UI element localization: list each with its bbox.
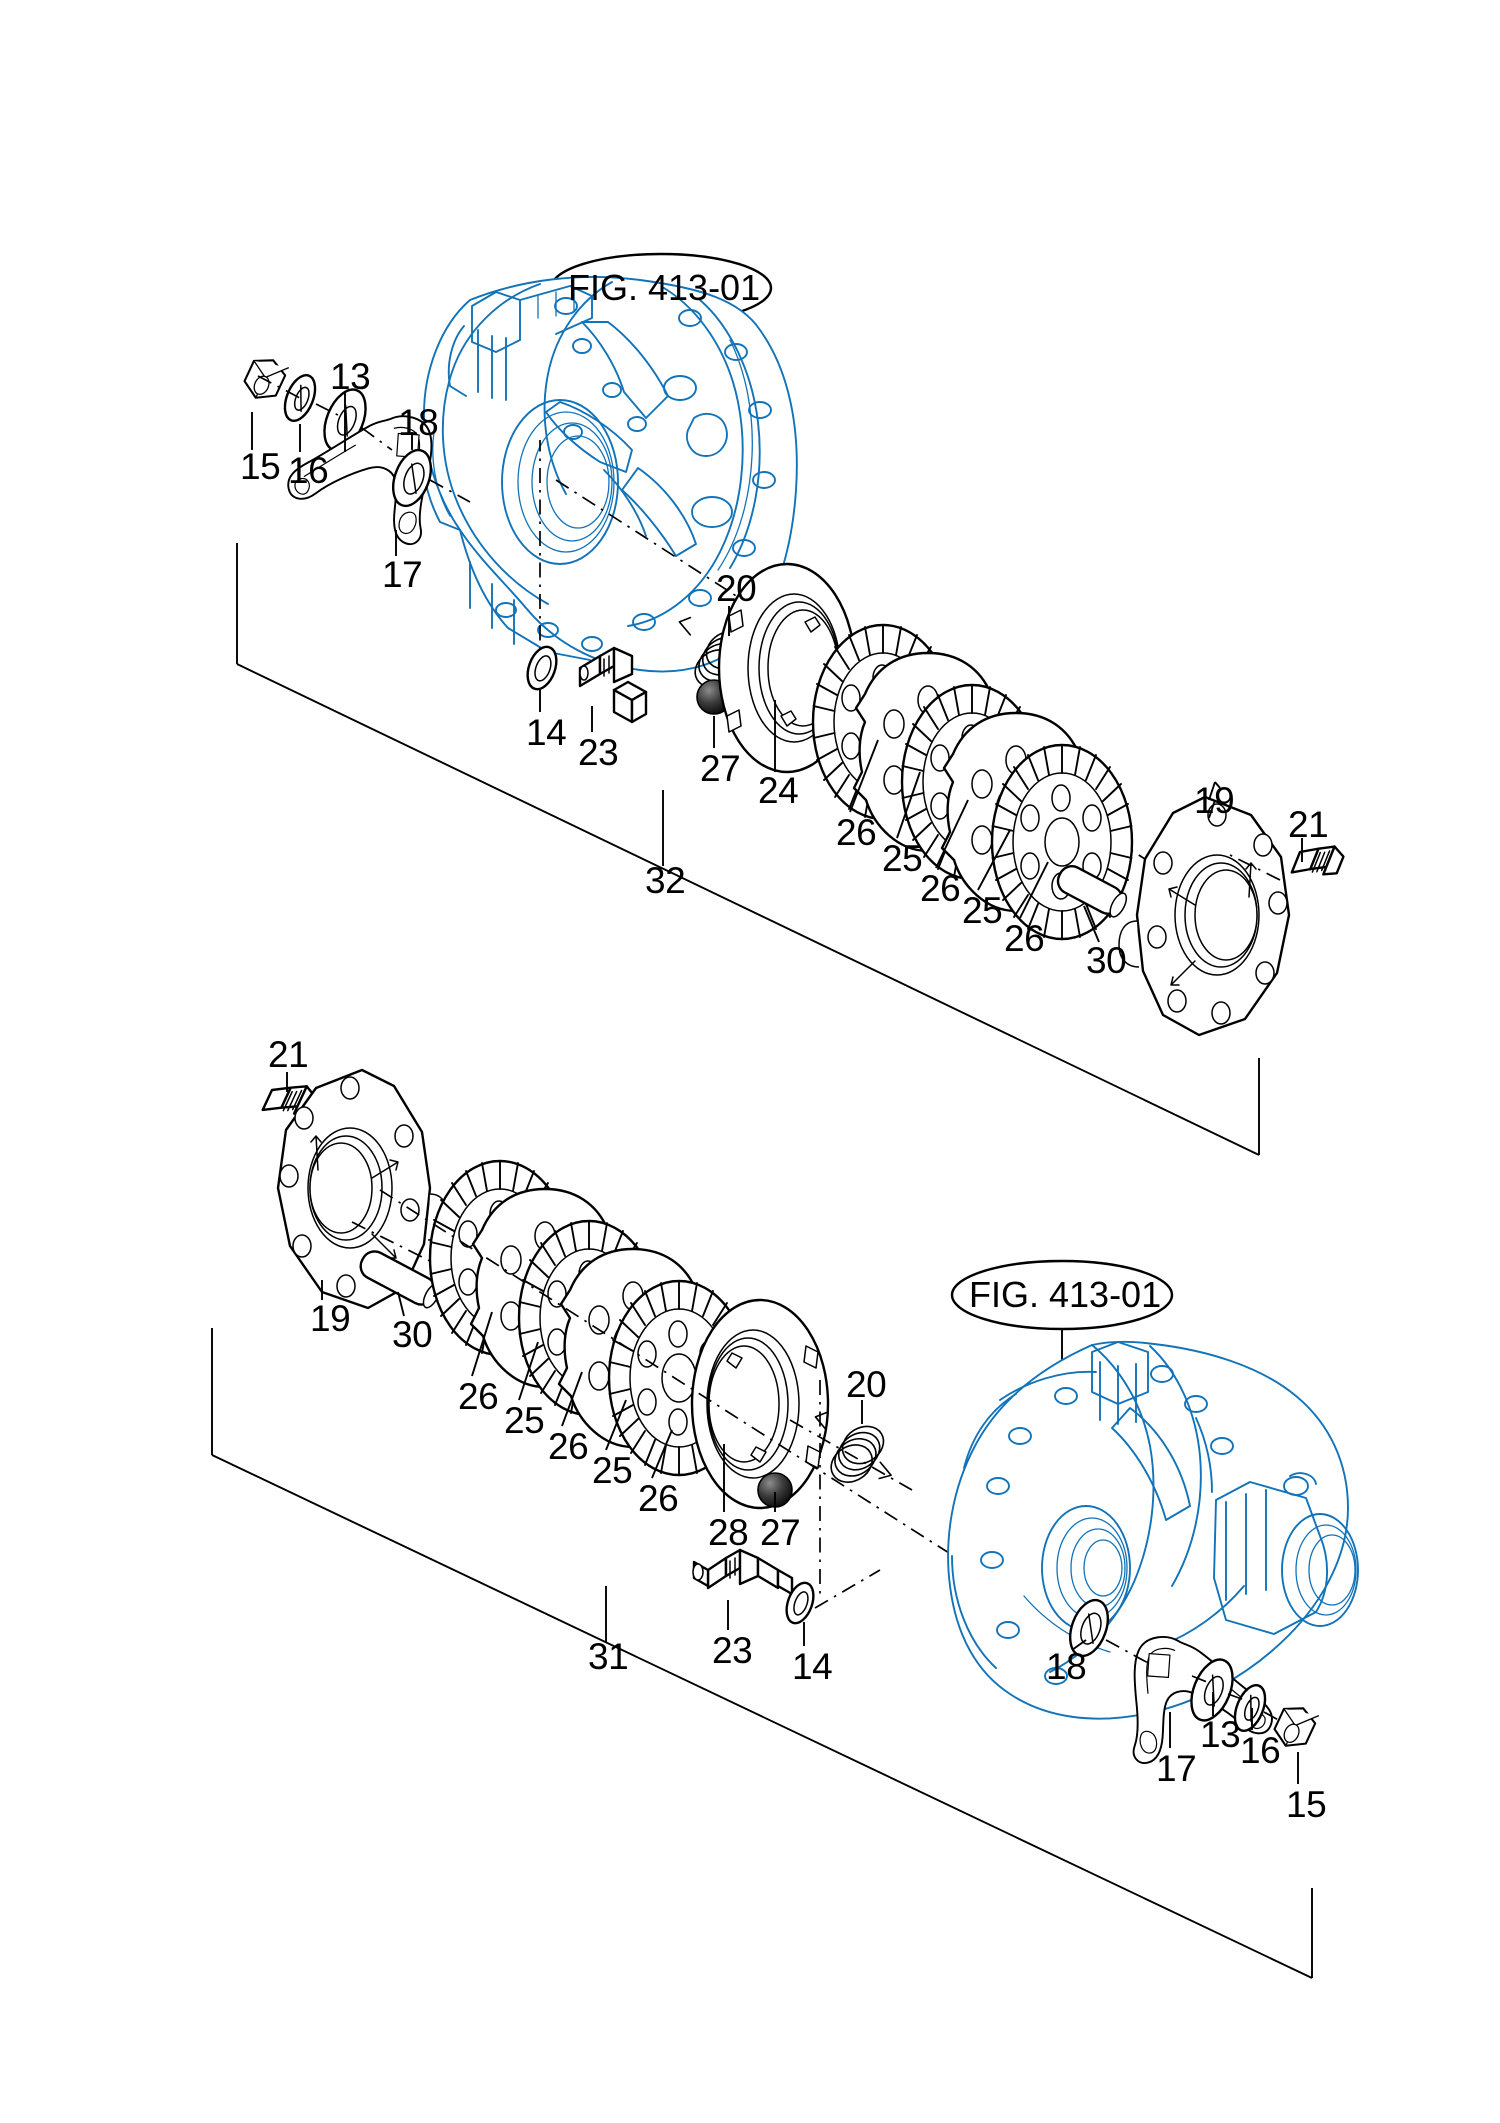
part-label-15-upper: 15 xyxy=(240,446,281,487)
part-label-18-upper: 18 xyxy=(398,402,439,443)
fig-ref-bottom-text: FIG. 413-01 xyxy=(969,1274,1162,1315)
leader-lines-lower xyxy=(286,1072,1299,1784)
part-label-15-lower: 15 xyxy=(1286,1784,1327,1825)
part-label-25b-lower: 25 xyxy=(592,1450,633,1491)
part-label-30-upper: 30 xyxy=(1086,940,1127,981)
group-label-31: 31 xyxy=(588,1636,629,1677)
group-label-32: 32 xyxy=(645,860,686,901)
bleeder-23-upper xyxy=(578,646,648,724)
part-label-27-lower: 27 xyxy=(760,1512,801,1553)
part-label-13-lower: 13 xyxy=(1200,1714,1241,1755)
oring-14-upper xyxy=(526,645,558,691)
part-label-17-lower: 17 xyxy=(1156,1748,1197,1789)
oring-bleeder-upper xyxy=(526,645,648,724)
part-label-17-upper: 17 xyxy=(382,554,423,595)
fig-ref-bottom-callout xyxy=(950,1259,1174,1375)
group-bracket-31 xyxy=(211,1328,1313,1979)
bleeder-oring-lower xyxy=(692,1548,815,1625)
axis-bolt-upper xyxy=(1229,854,1281,881)
part-label-16-lower: 16 xyxy=(1240,1730,1281,1771)
axis-dowel-lower xyxy=(351,1221,453,1273)
part-label-26b-upper: 26 xyxy=(920,868,961,909)
fig-ref-top-text: FIG. 413-01 xyxy=(568,267,761,308)
axis-line-main-lower xyxy=(379,1189,961,1561)
part-label-13-upper: 13 xyxy=(330,356,371,397)
part-label-30-lower: 30 xyxy=(392,1314,433,1355)
part-label-25a-upper: 25 xyxy=(882,838,923,879)
washer-16-lower xyxy=(1233,1684,1267,1732)
transmission-housing-upper xyxy=(420,276,798,673)
dowel-pin-30-upper xyxy=(1056,865,1128,918)
part-label-21-lower: 21 xyxy=(268,1034,309,1075)
part-label-20-lower: 20 xyxy=(846,1364,887,1405)
bracket-group-lower xyxy=(1068,1598,1320,1773)
part-label-19-upper: 19 xyxy=(1194,780,1235,821)
washer-18-upper xyxy=(391,448,433,508)
oring-14-lower xyxy=(785,1581,815,1625)
part-label-14-upper: 14 xyxy=(526,712,567,753)
washer-18-lower xyxy=(1068,1598,1110,1658)
part-label-19-lower: 19 xyxy=(310,1298,351,1339)
part-label-28-lower: 28 xyxy=(708,1512,749,1553)
washer-16-upper xyxy=(283,374,317,422)
group-bracket-32 xyxy=(236,543,1260,1156)
part-label-25b-upper: 25 xyxy=(962,890,1003,931)
part-label-27-upper: 27 xyxy=(700,748,741,789)
part-label-26a-upper: 26 xyxy=(836,812,877,853)
part-label-26c-upper: 26 xyxy=(1004,918,1045,959)
part-label-16-upper: 16 xyxy=(288,450,329,491)
part-label-26a-lower: 26 xyxy=(458,1376,499,1417)
transmission-housing-lower xyxy=(947,1340,1359,1720)
part-label-23-upper: 23 xyxy=(578,732,619,773)
brake-cover-19-upper xyxy=(1117,795,1291,1037)
bracket-group-upper xyxy=(239,352,471,547)
axis-spring-lower xyxy=(789,1419,913,1491)
pressure-plate-28-lower xyxy=(690,1298,830,1510)
part-label-21-upper: 21 xyxy=(1288,804,1329,845)
leader-lines-upper xyxy=(251,392,1303,943)
bleeder-23-lower xyxy=(692,1548,794,1596)
part-label-20-upper: 20 xyxy=(716,568,757,609)
washer-13-lower xyxy=(1190,1658,1234,1722)
part-label-26b-lower: 26 xyxy=(548,1426,589,1467)
part-label-25a-lower: 25 xyxy=(504,1400,545,1441)
part-label-23-lower: 23 xyxy=(712,1630,753,1671)
part-label-26c-lower: 26 xyxy=(638,1478,679,1519)
part-label-14-lower: 14 xyxy=(792,1646,833,1687)
axis-oring-lower xyxy=(814,1569,881,1609)
part-label-24-upper: 24 xyxy=(758,770,799,811)
part-label-18-lower: 18 xyxy=(1046,1646,1087,1687)
